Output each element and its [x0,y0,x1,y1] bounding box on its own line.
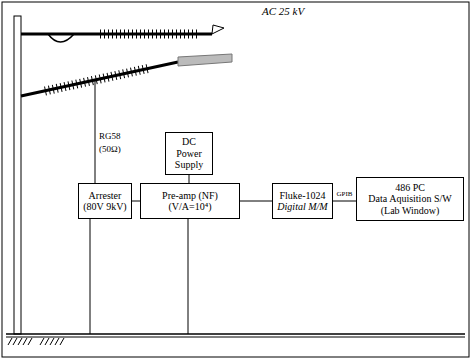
computer-box: 486 PCData Aquisition S/W(Lab Window) [356,177,464,221]
connector-line [240,201,272,202]
box-text: (80V 9kV) [83,201,126,213]
connector-line [333,201,356,202]
box-text: DC Power Supply [169,136,209,171]
registration-arm [178,54,232,66]
power-supply-box: DC Power Supply [165,132,213,175]
box-text: (Lab Window) [381,205,440,217]
bus-label: GPIB [336,191,354,198]
box-text: Fluke-1024 [279,190,325,202]
ground-wire [188,205,189,334]
impedance-label: (50Ω) [99,145,121,155]
amplifier-box: Pre-amp (NF)(V/A=10⁴) [140,183,240,219]
coax-cable [95,80,96,200]
insulator [45,68,150,91]
voltage-label: AC 25 kV [262,5,304,17]
insulator [100,30,200,39]
ground-rail [6,333,465,335]
ground-wire [90,205,91,334]
connector-line [189,175,190,183]
clamp [212,25,224,34]
ground-rail [6,337,465,338]
multimeter-box: Fluke-1024Digital M/M [272,183,333,219]
box-text: Digital M/M [277,201,327,213]
lower-arm [21,62,178,96]
hanger [48,34,74,42]
box-text: Pre-amp (NF) [162,190,218,202]
ground-symbol [8,338,64,345]
box-text: 486 PC [395,182,425,194]
box-text: (V/A=10⁴) [168,201,211,213]
pole [14,16,21,334]
cable-label: RG58 [99,132,121,142]
connector-line [132,201,140,202]
box-text: Arrester [89,190,122,202]
box-text: Data Aquisition S/W [368,193,451,205]
arrester-box: Arrester(80V 9kV) [78,183,132,219]
